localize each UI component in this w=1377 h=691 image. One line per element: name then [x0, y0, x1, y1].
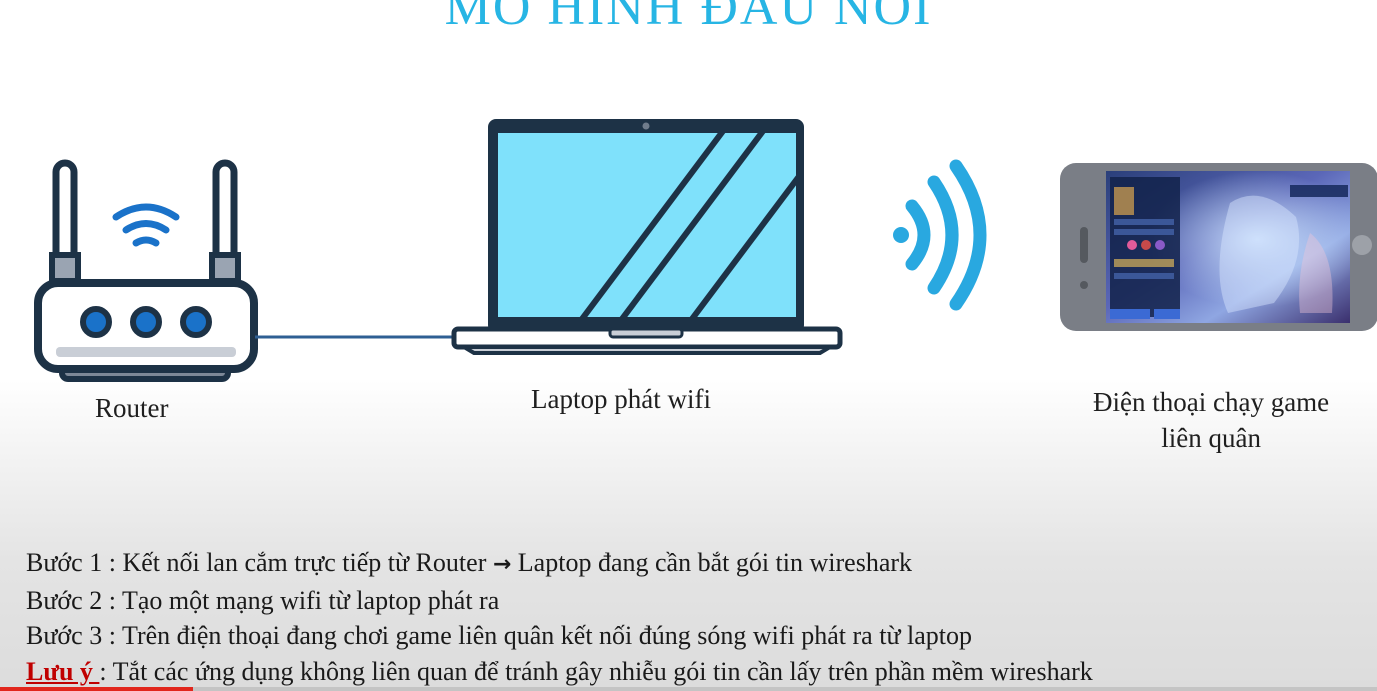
phone-label-line1: Điện thoại chạy game — [1093, 387, 1330, 417]
smartphone-icon — [1060, 163, 1377, 331]
video-progress-bar[interactable] — [0, 687, 1377, 691]
step-1: Bước 1 : Kết nối lan cắm trực tiếp từ Ro… — [26, 545, 1093, 583]
step-3: Bước 3 : Trên điện thoại đang chơi game … — [26, 621, 973, 650]
page-title: MÔ HÌNH ĐẤU NỐI — [444, 0, 933, 36]
step-list: Bước 1 : Kết nối lan cắm trực tiếp từ Ro… — [26, 545, 1093, 689]
note-text: : Tắt các ứng dụng không liên quan để tr… — [99, 656, 1093, 686]
router-icon — [34, 159, 258, 382]
video-progress-fill — [0, 687, 193, 691]
step-1-prefix: Bước 1 : Kết nối lan cắm trực tiếp từ Ro… — [26, 548, 493, 577]
step-1-suffix: Laptop đang cần bắt gói tin wireshark — [511, 548, 913, 577]
phone-label-line2: liên quân — [1161, 423, 1261, 453]
arrow-right-icon: → — [492, 552, 512, 577]
laptop-icon — [451, 119, 843, 355]
note: Lưu ý : Tắt các ứng dụng không liên quan… — [26, 654, 1093, 690]
laptop-label: Laptop phát wifi — [531, 384, 711, 414]
router-label: Router — [95, 393, 169, 423]
phone-label: Điện thoại chạy game liên quân — [1093, 384, 1329, 456]
lan-cable — [255, 335, 455, 339]
note-label: Lưu ý — [26, 656, 100, 686]
step-2: Bước 2 : Tạo một mạng wifi từ laptop phá… — [26, 585, 500, 615]
wifi-signal-icon — [893, 159, 987, 311]
